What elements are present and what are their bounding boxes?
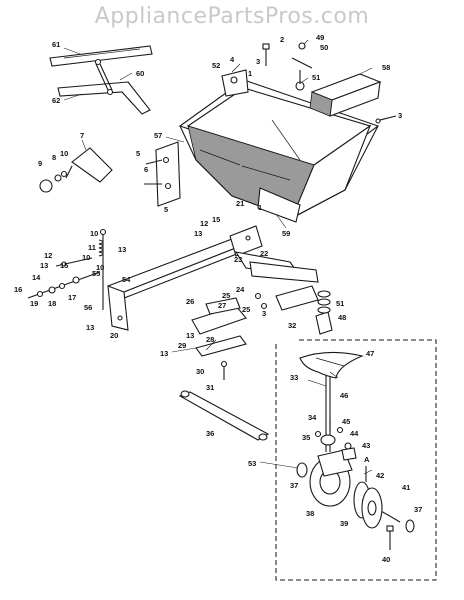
callout-10-c: 10 <box>82 253 90 262</box>
callout-60: 60 <box>136 69 144 78</box>
control-lever <box>39 147 113 193</box>
callout-59: 59 <box>282 229 290 238</box>
callout-45: 45 <box>342 417 350 426</box>
callout-33: 33 <box>290 373 298 382</box>
callout-5-b: 5 <box>164 205 168 214</box>
callout-41: 41 <box>402 483 410 492</box>
callout-12-a: 12 <box>200 219 208 228</box>
callout-23: 23 <box>234 255 242 264</box>
callout-10-b: 10 <box>90 229 98 238</box>
callout-34: 34 <box>308 413 317 422</box>
callout-28: 28 <box>206 335 214 344</box>
callout-26: 26 <box>186 297 194 306</box>
side-plate <box>144 141 181 207</box>
callout-10-d: 10 <box>96 263 104 272</box>
callout-16: 16 <box>14 285 22 294</box>
callout-40: 40 <box>382 555 390 564</box>
callout-51-b: 51 <box>336 299 344 308</box>
callout-51-a: 51 <box>312 73 320 82</box>
callout-37-a: 37 <box>290 481 298 490</box>
callout-53: 53 <box>248 459 256 468</box>
callout-2: 2 <box>280 35 284 44</box>
callout-10-a: 10 <box>60 149 68 158</box>
callout-3-c: 3 <box>262 309 266 318</box>
spring-rod <box>98 228 107 310</box>
callout-61: 61 <box>52 40 60 49</box>
callout-42: 42 <box>376 471 384 480</box>
callout-48: 48 <box>338 313 346 322</box>
callout-13-f: 13 <box>160 349 168 358</box>
callout-6: 6 <box>144 165 148 174</box>
callout-13-e: 13 <box>186 331 194 340</box>
callout-29: 29 <box>178 341 186 350</box>
callout-57: 57 <box>154 131 162 140</box>
callout-24: 24 <box>236 285 245 294</box>
callout-22: 22 <box>260 249 268 258</box>
callout-25-b: 25 <box>242 305 250 314</box>
callout-46: 46 <box>340 391 348 400</box>
callout-36: 36 <box>206 429 214 438</box>
handle-assembly <box>49 45 153 115</box>
callout-1-b: 1 <box>258 203 262 212</box>
callout-13-a: 13 <box>194 229 202 238</box>
callout-labels: 61 60 62 7 8 9 10 57 5 6 5 58 52 4 3 1 2… <box>14 33 422 564</box>
callout-58: 58 <box>382 63 390 72</box>
callout-3-a: 3 <box>256 57 260 66</box>
callout-31: 31 <box>206 383 214 392</box>
callout-14: 14 <box>32 273 41 282</box>
deflector-chute <box>309 73 382 117</box>
callout-43: 43 <box>362 441 370 450</box>
callout-39: 39 <box>340 519 348 528</box>
hopper <box>178 79 380 223</box>
callout-35: 35 <box>302 433 310 442</box>
callout-27: 27 <box>218 301 226 310</box>
callout-15: 15 <box>212 215 220 224</box>
callout-7: 7 <box>80 131 84 140</box>
callout-21: 21 <box>236 199 244 208</box>
callout-4: 4 <box>230 55 235 64</box>
callout-32: 32 <box>288 321 296 330</box>
callout-62: 62 <box>52 96 60 105</box>
callout-55: 55 <box>92 269 100 278</box>
callout-9: 9 <box>38 159 42 168</box>
callout-44: 44 <box>350 429 359 438</box>
callout-25-a: 25 <box>222 291 230 300</box>
frame <box>107 225 263 331</box>
callout-8: 8 <box>52 153 56 162</box>
callout-38: 38 <box>306 509 314 518</box>
callout-13-c: 13 <box>40 261 48 270</box>
callout-18: 18 <box>48 299 56 308</box>
callout-13-b: 13 <box>118 245 126 254</box>
callout-12-b: 12 <box>44 251 52 260</box>
callout-13-d: 13 <box>86 323 94 332</box>
gearbox-detail <box>275 290 437 581</box>
callout-47: 47 <box>366 349 374 358</box>
callout-5-a: 5 <box>136 149 140 158</box>
callout-1-a: 1 <box>248 69 252 78</box>
linkage-parts <box>191 251 319 380</box>
callout-3-b: 3 <box>398 111 402 120</box>
callout-54: 54 <box>122 275 131 284</box>
callout-19: 19 <box>30 299 38 308</box>
top-hardware <box>221 42 397 124</box>
axle <box>178 390 270 441</box>
callout-a: A <box>364 455 370 464</box>
callout-52: 52 <box>212 61 220 70</box>
callout-50: 50 <box>320 43 328 52</box>
callout-30: 30 <box>196 367 204 376</box>
callout-11: 11 <box>88 243 96 252</box>
callout-49: 49 <box>316 33 324 42</box>
watermark: AppliancePartsPros.com <box>94 4 370 29</box>
callout-17: 17 <box>68 293 76 302</box>
callout-15-b: 15 <box>60 261 68 270</box>
callout-56: 56 <box>84 303 92 312</box>
callout-37-b: 37 <box>414 505 422 514</box>
left-axle-hardware <box>27 257 101 299</box>
callout-20: 20 <box>110 331 118 340</box>
leader-lines <box>63 39 373 475</box>
